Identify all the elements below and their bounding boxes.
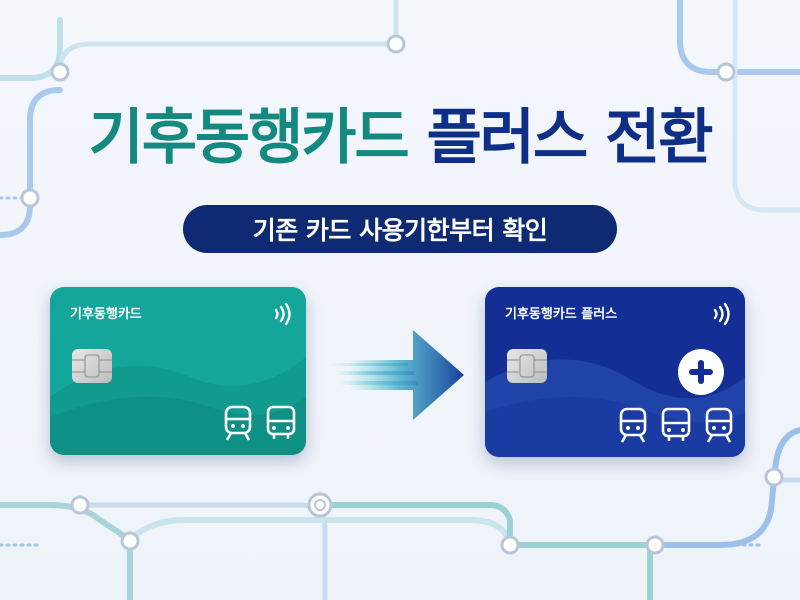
card-wave-pattern bbox=[50, 357, 306, 455]
bus-icon bbox=[661, 407, 691, 441]
train-icon bbox=[619, 407, 647, 443]
bus-icon bbox=[266, 405, 296, 439]
headline: 기후동행카드 플러스 전환 bbox=[0, 100, 800, 176]
headline-card-name: 기후동행카드 bbox=[88, 103, 410, 173]
subtitle-pill: 기존 카드 사용기한부터 확인 bbox=[183, 205, 617, 253]
chip-icon bbox=[507, 349, 547, 383]
right-arrow-icon bbox=[328, 330, 464, 420]
original-card: 기후동행카드 bbox=[50, 287, 306, 455]
plus-icon bbox=[678, 349, 724, 395]
headline-conversion: 플러스 전환 bbox=[426, 103, 714, 173]
contactless-icon bbox=[274, 302, 291, 326]
card-wave-pattern bbox=[485, 359, 745, 457]
train-icon bbox=[705, 407, 733, 443]
chip-icon bbox=[72, 349, 112, 383]
subtitle-text: 기존 카드 사용기한부터 확인 bbox=[252, 216, 548, 245]
card-label: 기후동행카드 bbox=[70, 307, 142, 322]
card-label: 기후동행카드 플러스 bbox=[505, 307, 618, 322]
contactless-icon bbox=[713, 302, 730, 326]
plus-card: 기후동행카드 플러스 bbox=[485, 287, 745, 457]
train-icon bbox=[224, 405, 252, 441]
